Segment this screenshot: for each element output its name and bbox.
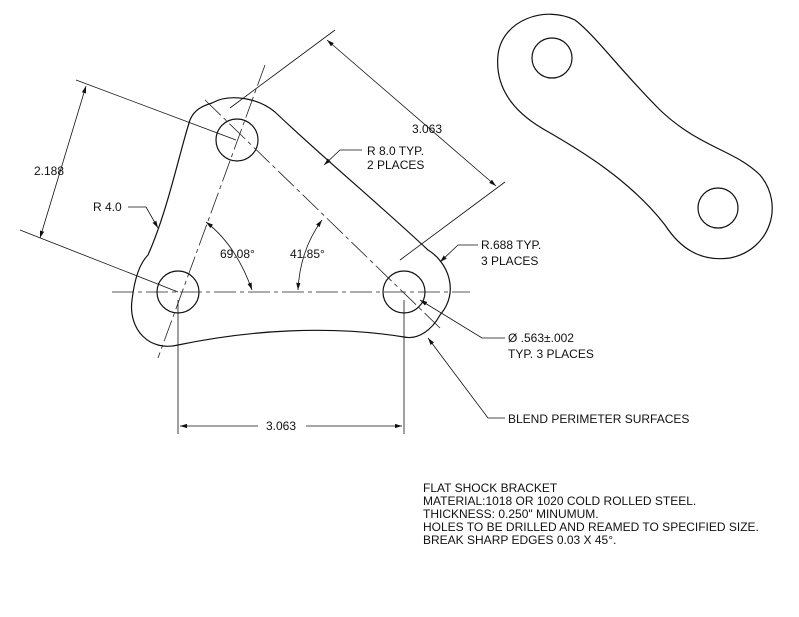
dim-angle-right: 41.85°: [290, 247, 325, 261]
hole-top: [215, 118, 259, 162]
dim-r-end: R.688 TYP.: [481, 238, 541, 252]
centerline-right-diag: [204, 99, 441, 329]
centerline-left-diag: [157, 64, 266, 359]
note-line: MATERIAL:1018 OR 1020 COLD ROLLED STEEL.: [423, 494, 696, 508]
dim-blend: BLEND PERIMETER SURFACES: [508, 412, 689, 426]
dim-angle-left: 69.08°: [220, 247, 255, 261]
dim-r-left: R 4.0: [93, 200, 122, 214]
link-hole-top: [531, 37, 573, 79]
note-line: BREAK SHARP EDGES 0.03 X 45°.: [423, 533, 616, 547]
dim-top-length: 3.063: [412, 122, 442, 136]
link-iso-view: [497, 13, 773, 260]
dim-bottom-length: 3.063: [266, 419, 296, 433]
link-outline: [497, 13, 773, 260]
dim-vertical: 2.188: [34, 164, 64, 178]
link-hole-bottom: [697, 187, 739, 229]
dimension-lines: [19, 29, 506, 434]
notes-block: FLAT SHOCK BRACKET MATERIAL:1018 OR 1020…: [423, 481, 759, 547]
note-line: HOLES TO BE DRILLED AND REAMED TO SPECIF…: [423, 520, 759, 534]
note-line: FLAT SHOCK BRACKET: [423, 481, 558, 495]
note-line: THICKNESS: 0.250" MINUMUM.: [423, 507, 599, 521]
dim-r-end-places: 3 PLACES: [481, 254, 538, 268]
dim-hole-places: TYP. 3 PLACES: [508, 347, 594, 361]
dim-r-top: R 8.0 TYP.: [367, 144, 424, 158]
bracket-main-view: [112, 64, 470, 359]
dim-hole-diameter: Ø .563±.002: [508, 331, 574, 345]
dim-r-top-places: 2 PLACES: [367, 158, 424, 172]
